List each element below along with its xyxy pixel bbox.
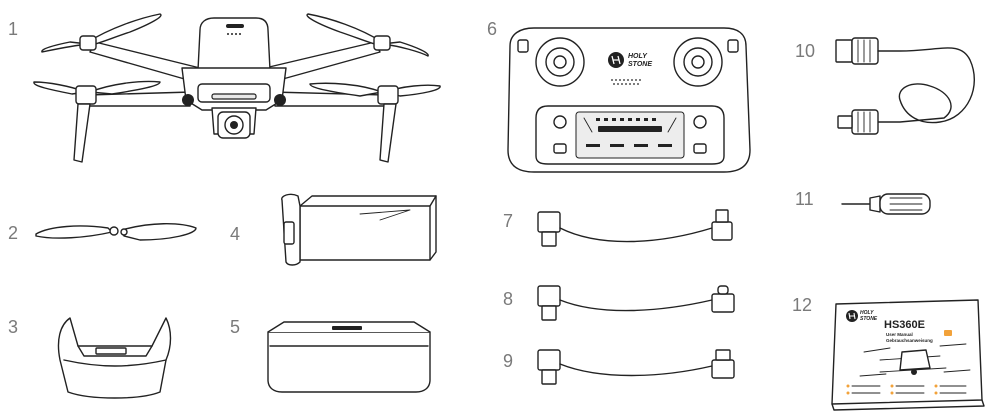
controller-brand-line2: STONE [628,61,652,68]
propeller-illustration [35,223,197,241]
cable-7-illustration [537,209,733,247]
usb-charging-cable-illustration [835,37,975,135]
manual-model: HS360E [884,319,925,331]
manual-title-line1: User Manual [886,332,913,337]
gimbal-cover-illustration [57,317,172,399]
manual-brand-line2: STONE [860,316,878,322]
user-manual-illustration [831,299,985,411]
callout-2: 2 [8,223,19,243]
callout-11: 11 [795,189,814,209]
controller-brand-line1: HOLY [628,53,648,60]
callout-5: 5 [230,317,241,337]
drone-illustration [33,13,441,163]
controller-illustration [507,27,751,173]
callout-10: 10 [795,41,816,61]
manual-brand-line1: HOLY [860,310,874,316]
charging-hub-illustration [267,321,431,393]
callout-3: 3 [8,317,19,337]
manual-title-line2: Gebrauchsanweisung [886,338,933,343]
callout-6: 6 [487,19,498,39]
battery-illustration [281,193,437,266]
callout-12: 12 [792,295,813,315]
cable-8-illustration [537,285,735,321]
cable-9-illustration [537,349,735,385]
callout-8: 8 [503,289,514,309]
callout-9: 9 [503,351,514,371]
callout-1: 1 [8,19,19,39]
screwdriver-illustration [841,193,931,215]
callout-7: 7 [503,211,514,231]
callout-4: 4 [230,224,241,244]
